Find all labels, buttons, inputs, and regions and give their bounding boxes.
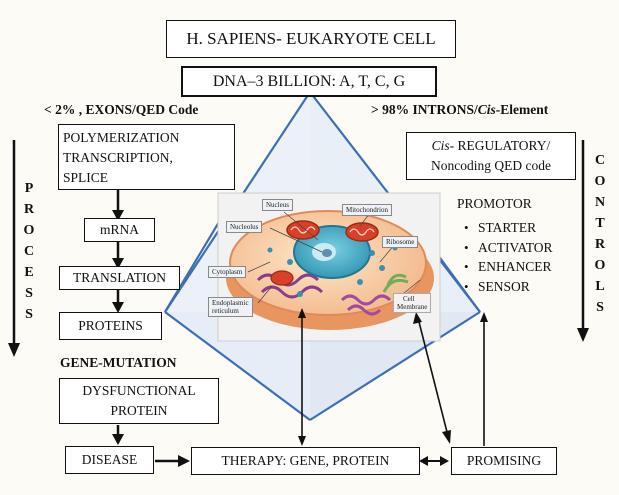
translation-box: TRANSLATION <box>59 266 180 290</box>
nucleus-label: Nucleus <box>262 199 293 211</box>
introns-header: > 98% INTRONS/Cis-Element <box>371 102 548 118</box>
introns-header-prefix: > 98% INTRONS/ <box>371 102 478 117</box>
controls-letter: T <box>595 216 605 231</box>
cis-regulatory-box: Cis- REGULATORY/ Noncoding QED code <box>406 132 576 180</box>
promotor-list: •STARTER •ACTIVATOR •ENHANCER •SENSOR <box>464 218 553 296</box>
er-label-line-1: Endoplasmic <box>212 299 249 307</box>
polymerization-line-3: SPLICE <box>63 170 109 185</box>
proteins-label: PROTEINS <box>78 318 143 333</box>
polymerization-line-1: POLYMERIZATION <box>63 130 180 145</box>
promotor-item: •ACTIVATOR <box>464 238 553 258</box>
cis-italic: Cis <box>431 138 450 153</box>
promising-box: PROMISING <box>451 447 557 475</box>
promising-label: PROMISING <box>466 453 542 468</box>
cell-illustration <box>226 210 434 330</box>
mitochondrion-label: Mitochondrion <box>342 204 392 216</box>
title-box: H. SAPIENS- EUKARYOTE CELL <box>166 20 456 58</box>
process-letter: R <box>23 202 35 217</box>
dysfunctional-line-1: DYSFUNCTIONAL <box>82 383 196 398</box>
controls-letter: O <box>594 174 606 189</box>
process-letter: E <box>24 265 34 280</box>
promotor-item-activator: ACTIVATOR <box>478 239 553 255</box>
promotor-label: PROMOTOR <box>457 196 532 211</box>
process-letter: S <box>25 307 33 322</box>
introns-header-italic: Cis <box>477 102 496 117</box>
controls-letter: S <box>596 300 604 315</box>
controls-letter: O <box>594 258 606 273</box>
process-letter: C <box>23 244 35 259</box>
controls-letter: L <box>595 279 605 294</box>
therapy-label: THERAPY: GENE, PROTEIN <box>221 453 390 468</box>
polymerization-line-2: TRANSCRIPTION, <box>63 150 173 165</box>
process-letter: P <box>24 181 34 196</box>
mrna-label: mRNA <box>99 222 139 237</box>
promotor-item-starter: STARTER <box>478 220 537 235</box>
exons-header: < 2% , EXONS/QED Code <box>44 102 199 117</box>
controls-arrow <box>577 140 589 342</box>
er-label: Endoplasmic reticulum <box>208 297 253 317</box>
cis-line-1: - REGULATORY/ <box>449 138 551 153</box>
process-arrow <box>8 140 20 357</box>
introns-header-suffix: -Element <box>495 102 549 117</box>
membrane-label-line-1: Cell <box>403 295 415 303</box>
disease-box: DISEASE <box>65 446 154 474</box>
dysfunctional-protein-box: DYSFUNCTIONAL PROTEIN <box>59 378 219 424</box>
translation-label: TRANSLATION <box>73 270 166 285</box>
cytoplasm-label: Cytoplasm <box>208 266 247 278</box>
controls-letter: R <box>594 237 606 252</box>
process-letter: S <box>25 286 33 301</box>
membrane-label-line-2: Membrane <box>397 303 428 311</box>
page-title: H. SAPIENS- EUKARYOTE CELL <box>186 29 436 48</box>
promotor-item: •STARTER <box>464 218 553 238</box>
cell-membrane-label: Cell Membrane <box>393 293 432 313</box>
nucleolus-label: Nucleolus <box>226 221 263 233</box>
dna-label: DNA–3 BILLION: A, T, C, G <box>212 72 406 90</box>
ribosome-label: Ribosome <box>382 236 419 248</box>
proteins-box: PROTEINS <box>59 312 162 340</box>
promotor-item: •ENHANCER <box>464 257 553 277</box>
therapy-box: THERAPY: GENE, PROTEIN <box>191 447 420 475</box>
controls-letter: N <box>594 195 606 210</box>
promotor-item-sensor: SENSOR <box>478 278 530 294</box>
promotor-item: •SENSOR <box>464 277 553 297</box>
cis-line-2: Noncoding QED code <box>431 158 551 173</box>
polymerization-box: POLYMERIZATION TRANSCRIPTION, SPLICE <box>58 124 235 190</box>
promotor-item-enhancer: ENHANCER <box>478 259 552 274</box>
process-letter: O <box>23 223 35 238</box>
gene-mutation-label: GENE-MUTATION <box>60 355 177 370</box>
mrna-box: mRNA <box>84 218 155 242</box>
dysfunctional-line-2: PROTEIN <box>110 403 168 418</box>
er-label-line-2: reticulum <box>212 307 239 315</box>
dna-box: DNA–3 BILLION: A, T, C, G <box>181 66 437 97</box>
controls-letter: C <box>594 153 606 168</box>
flow-arrows <box>112 190 488 467</box>
disease-label: DISEASE <box>81 452 138 467</box>
